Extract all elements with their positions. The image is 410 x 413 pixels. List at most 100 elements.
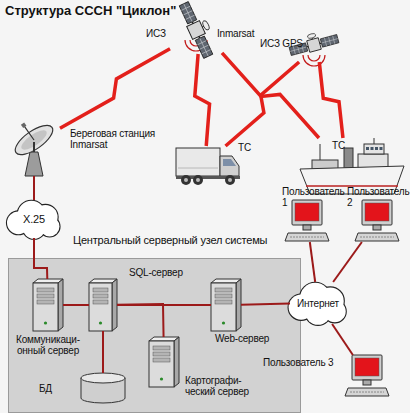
tower-icon xyxy=(149,337,179,387)
pc-icon-part xyxy=(290,237,324,238)
truck-icon-part xyxy=(225,175,235,185)
pc-icon-part xyxy=(360,237,394,238)
tower-icon-part xyxy=(112,279,117,331)
network-wire xyxy=(63,304,89,306)
truck-icon-part xyxy=(176,148,220,176)
node-label: Web-сервер xyxy=(215,333,277,344)
tower-icon-part xyxy=(93,300,108,304)
node-label: Центральный серверный узел системы xyxy=(73,235,303,246)
tower-icon-part xyxy=(222,321,225,324)
tower-icon-part xyxy=(44,321,47,324)
sat-icon-part-part xyxy=(200,38,208,56)
truck-icon-part xyxy=(196,178,200,182)
ship-icon-part xyxy=(380,147,383,150)
tower-icon-part xyxy=(58,279,63,331)
network-cloud: Интернет xyxy=(290,282,346,324)
tower-icon-part xyxy=(149,341,174,387)
network-wire xyxy=(332,324,353,355)
server-node: SQL-сервер xyxy=(89,279,117,331)
tower-icon-part xyxy=(153,358,170,362)
pc-icon-part xyxy=(352,355,382,380)
ship-icon-part xyxy=(374,138,375,144)
satellite-node: ИСЗ GPS xyxy=(290,28,338,62)
tower-icon-part xyxy=(153,346,170,350)
pc-icon-part xyxy=(362,200,392,225)
pc-icon-part xyxy=(355,233,399,241)
truck-icon-part xyxy=(220,156,239,176)
pc-icon-part xyxy=(365,203,389,221)
pc-icon-part xyxy=(345,388,389,396)
server-room-band: Центральный серверный узел системыКоммун… xyxy=(8,258,301,413)
tower-icon-part xyxy=(211,283,236,331)
satellite-node: ИСЗInmarsat xyxy=(170,6,222,54)
workstation-node: Пользователь 2 xyxy=(355,200,399,242)
vehicle-node: ТС xyxy=(176,146,240,186)
db-icon xyxy=(81,373,125,403)
sat-icon xyxy=(170,6,222,54)
tower-icon-part xyxy=(37,294,54,298)
workstation-node: Пользователь 3 xyxy=(345,355,389,397)
tower-icon-part xyxy=(174,337,179,387)
tower-icon-part xyxy=(153,352,170,356)
network-cloud: X.25 xyxy=(8,200,60,238)
ship-icon-part xyxy=(371,147,374,150)
database-node: БД xyxy=(81,373,125,403)
pc-icon-part xyxy=(295,203,319,221)
pc-icon-part xyxy=(363,380,371,385)
pc-icon-part xyxy=(355,358,379,376)
db-icon-part xyxy=(81,373,125,383)
dish-icon-part-part xyxy=(19,127,50,153)
sat-icon-part-part xyxy=(321,39,337,43)
pc-icon-part xyxy=(350,392,384,393)
tower-icon-part xyxy=(215,288,232,292)
pc-icon-part xyxy=(285,233,329,241)
node-label: Inmarsat xyxy=(217,28,267,39)
network-wire xyxy=(117,304,164,337)
truck-icon-part xyxy=(228,178,232,182)
tower-icon-part xyxy=(99,321,102,324)
pc-icon-part xyxy=(292,200,322,225)
network-wire xyxy=(117,304,211,306)
radio-link xyxy=(222,53,319,138)
tower-icon xyxy=(89,279,117,331)
node-label: Береговая станция Inmarsat xyxy=(70,128,165,150)
truck-icon-part xyxy=(223,159,236,166)
tower-icon-part xyxy=(37,300,54,304)
sat-icon-part-part xyxy=(184,4,192,22)
network-wire xyxy=(102,331,104,373)
network-wire xyxy=(310,242,315,282)
pc-icon xyxy=(355,200,399,242)
tower-icon xyxy=(211,279,241,331)
dish-icon-part-part xyxy=(21,122,27,128)
workstation-node: Пользователь 1 xyxy=(285,200,329,242)
radio-link xyxy=(195,54,210,146)
sat-icon-part xyxy=(308,55,320,61)
tower-icon-part xyxy=(93,294,108,298)
server-node: Web-сервер xyxy=(211,279,241,331)
tower-icon-part xyxy=(236,279,241,331)
network-wire xyxy=(33,176,35,200)
node-label: ИСЗ GPS xyxy=(260,38,320,49)
truck-icon-part xyxy=(184,178,188,182)
tower-icon-part xyxy=(89,283,112,331)
dish-icon-part xyxy=(25,152,43,176)
sat-icon-part-part xyxy=(179,2,197,24)
tower-icon-part xyxy=(215,300,232,304)
ship-icon-part xyxy=(375,147,378,150)
node-label: Пользователь 2 xyxy=(347,186,410,208)
dish-icon-part-part xyxy=(24,126,34,140)
tower-icon-part xyxy=(33,283,58,331)
tower-icon-part xyxy=(93,288,108,292)
dish-icon-part xyxy=(33,142,35,152)
sat-icon-part-part xyxy=(195,36,213,58)
ship-icon-part xyxy=(364,144,384,154)
pc-icon xyxy=(285,200,329,242)
sat-icon-part xyxy=(177,0,220,59)
node-label: ТС xyxy=(332,140,354,151)
radio-link xyxy=(60,49,170,128)
pc-icon xyxy=(345,355,389,397)
node-label: Картографи- ческий сервер xyxy=(185,375,257,397)
node-label: БД xyxy=(39,383,61,394)
diagram-title: Структура СССН "Циклон" xyxy=(5,3,176,18)
